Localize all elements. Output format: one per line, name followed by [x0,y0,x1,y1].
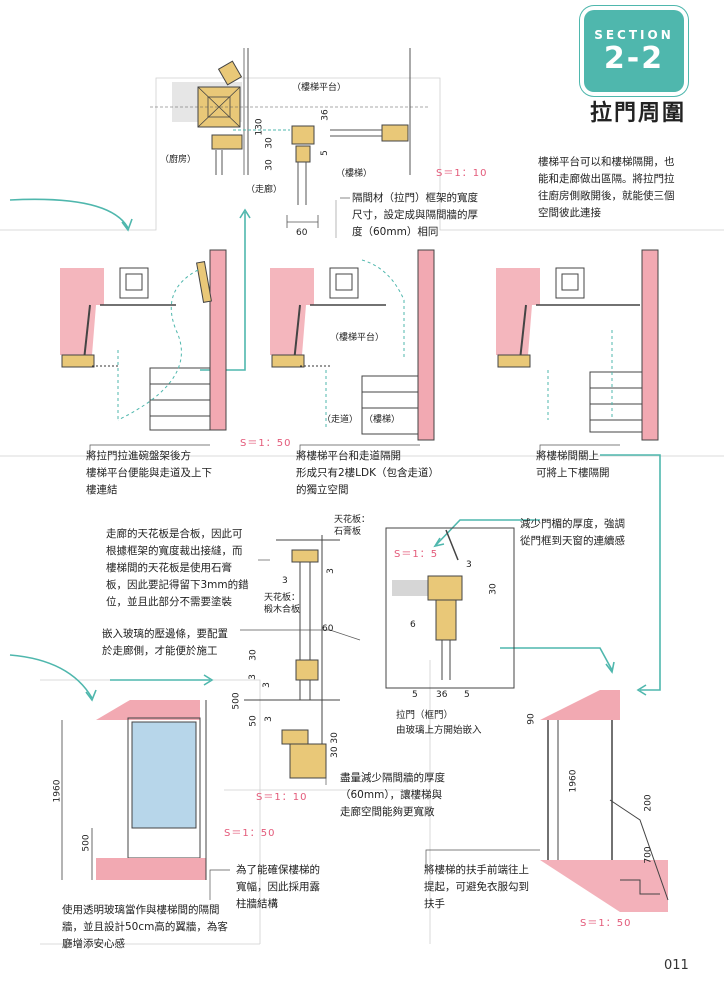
section-view-middle [270,249,435,441]
label-stairs: （樓梯） [336,169,373,179]
scale-4: S＝1：10 [256,792,308,803]
note-ceiling-joint: 走廊的天花板是合板，因此可 根據框架的寬度裁出接縫，而 樓梯間的天花板是使用石膏… [106,528,249,608]
leader-lines [89,197,620,900]
dim-3b: 3 [325,568,336,574]
frame-piece [211,134,243,150]
dim-500b: 500 [81,834,92,852]
dim-30b: 30 [264,159,275,171]
label-landing-mid: （樓梯平台） [330,333,385,343]
section-badge: SECTION 2-2 [584,10,684,92]
note-glass-partition: 使用透明玻璃當作與樓梯間的隔間 牆，並且設計50cm高的翼牆，為客 廳增添安心感 [62,904,228,950]
label-ceiling-gypsum: 天花板： 石膏板 [334,515,371,537]
section-view-right [496,249,659,441]
dim-500a: 500 [231,692,242,710]
note-slide-door: 將拉門拉進碗盤架後方 樓梯平台便能與走道及上下 樓連結 [86,450,212,496]
label-walkway: （走道） [322,415,359,425]
dim-5a: 5 [319,150,330,156]
dim-36a: 36 [320,109,331,121]
dim-3f: 3 [466,560,472,570]
note-handrail: 將樓梯的扶手前端往上 提起，可避免衣服勾到 扶手 [424,864,529,910]
dim-5c: 5 [464,690,470,700]
dim-200: 200 [643,794,654,812]
dim-700: 700 [643,846,654,864]
dim-6: 6 [410,620,416,630]
door-frame [291,125,315,145]
scale-5: S＝1：50 [224,828,276,839]
dim-30-30: 30 30 [329,732,340,758]
dim-3a: 3 [282,576,288,586]
door-frame-detail [385,527,515,689]
label-landing-top: （樓梯平台） [292,83,347,93]
note-landing-connect: 樓梯平台可以和樓梯隔開，也 能和走廊做出區隔。將拉門拉 往廚房側敞開後，就能使三… [538,156,675,219]
dim-50: 50 [248,715,259,727]
label-kitchen: （廚房） [160,155,197,165]
dim-60a: 60 [296,228,308,238]
dim-5b: 5 [412,690,418,700]
dim-60b: 60 [322,624,334,634]
dim-3e: 3 [263,716,274,722]
label-stairs-mid: （樓梯） [364,415,401,425]
page-number: 011 [664,958,689,973]
wall-piece [217,60,243,86]
dim-130: 130 [254,118,265,136]
dim-1960a: 1960 [52,779,63,803]
dim-3d: 3 [261,682,272,688]
note-frame-width: 隔間材（拉門）框架的寬度 尺寸，設定成與隔間牆的厚 度（60mm）相同 [352,192,478,238]
dim-1960b: 1960 [568,769,579,793]
note-exposed-post: 為了能確保樓梯的 寬幅，因此採用露 柱牆結構 [236,864,320,910]
label-corridor: （走廊） [246,185,283,195]
dim-90: 90 [526,713,537,725]
section-number: 2-2 [603,41,665,76]
section-word: SECTION [594,28,674,42]
note-frame-door: 拉門（框門） 由玻璃上方開始嵌入 [396,710,482,736]
note-wall-thickness: 盡量減少隔間牆的厚度 （60mm），讓樓梯與 走廊空間能夠更寬敞 [340,772,445,818]
glass-partition-elevation [61,700,207,880]
note-glazing-bead: 嵌入玻璃的壓邊條，要配置 於走廊側，才能便於施工 [102,628,228,657]
dim-30d: 30 [488,583,499,595]
scale-3: S＝1：5 [394,549,439,560]
dim-30a: 30 [264,137,275,149]
page-title: 拉門周圍 [590,101,687,126]
section-view-left [60,249,227,431]
top-plan-detail [150,48,430,238]
scale-6: S＝1：50 [580,918,632,929]
dim-3c: 3 [247,674,258,680]
note-separate-landing: 將樓梯平台和走道隔開 形成只有2樓LDK（包含走道） 的獨立空間 [296,450,440,496]
handrail-elevation [540,690,669,912]
label-ceiling-plywood: 天花板： 椴木合板 [264,593,301,615]
dim-30c: 30 [248,649,259,661]
note-close-stairwell: 將樓梯間關上 可將上下樓隔開 [536,450,610,479]
dim-36b: 36 [436,690,448,700]
note-lintel: 減少門楣的厚度，強調 從門框到天窗的連續感 [520,518,625,547]
wall-section-detail [244,535,340,779]
scale-2: S＝1：50 [240,438,292,449]
scale-1: S＝1：10 [436,168,488,179]
